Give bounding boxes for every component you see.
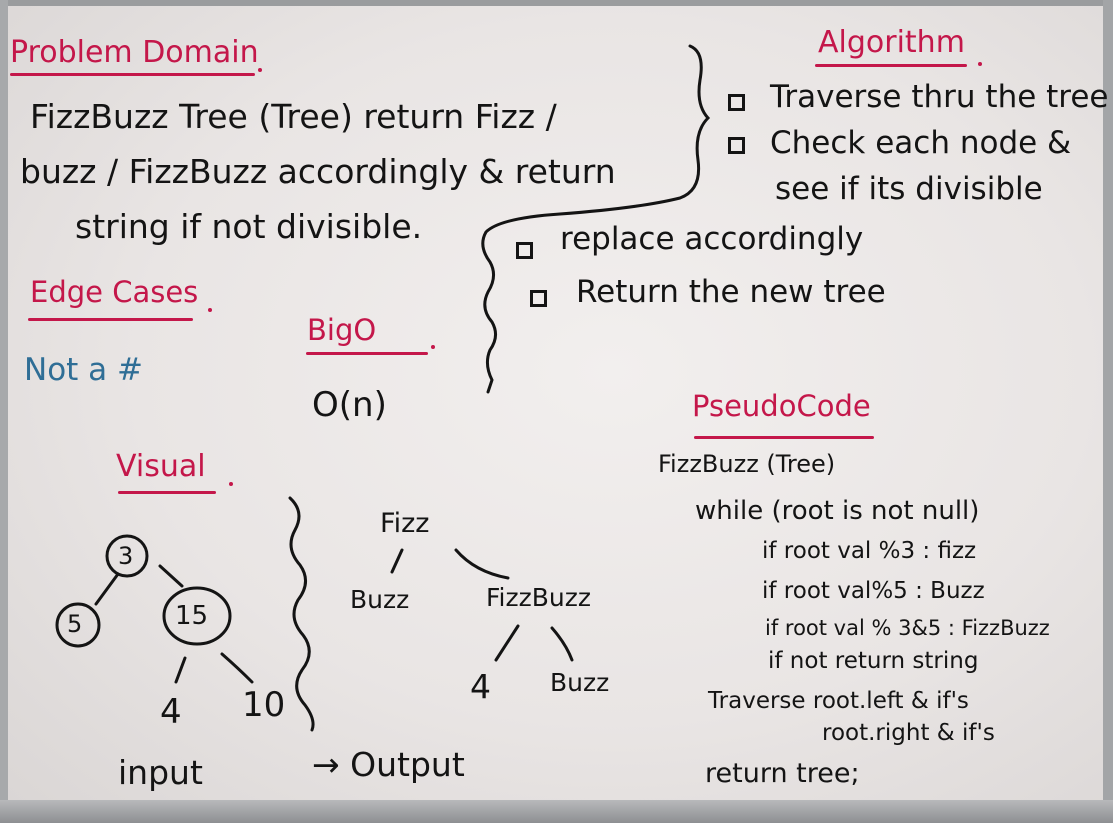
underline-dot — [208, 308, 212, 312]
algorithm-step-4: Return the new tree — [576, 274, 886, 310]
output-tree-right-right: Buzz — [550, 668, 610, 697]
output-tree-right-left: 4 — [470, 667, 491, 706]
pseudocode-line-1: FizzBuzz (Tree) — [658, 450, 836, 478]
algorithm-heading: Algorithm — [818, 25, 965, 60]
output-label: → Output — [312, 745, 465, 784]
tree-edge — [550, 626, 574, 662]
problem-domain-heading: Problem Domain — [10, 35, 259, 70]
wavy-divider — [288, 496, 315, 732]
big-o-heading: BigO — [307, 313, 377, 347]
algorithm-step-2: Check each node & — [770, 125, 1072, 161]
output-tree-root: Fizz — [380, 508, 430, 539]
tree-edge — [158, 564, 184, 588]
underline-dot — [431, 345, 435, 349]
pseudocode-line-8: root.right & if's — [822, 720, 995, 746]
input-tree-right-right: 10 — [242, 685, 286, 725]
edge-cases-underline — [28, 318, 193, 321]
underline-dot — [229, 482, 233, 486]
checkbox-icon — [530, 290, 547, 307]
board-frame-top — [0, 0, 1113, 6]
algorithm-underline — [815, 64, 967, 67]
tree-edge — [494, 624, 520, 662]
output-tree-right: FizzBuzz — [486, 583, 591, 612]
big-o-value: O(n) — [312, 385, 387, 425]
pseudocode-line-6: if not return string — [768, 648, 979, 674]
edge-cases-heading: Edge Cases — [30, 275, 199, 309]
big-o-underline — [306, 352, 428, 355]
problem-domain-underline — [10, 73, 255, 76]
visual-underline — [118, 491, 216, 494]
algorithm-step-1: Traverse thru the tree — [770, 79, 1109, 115]
edge-case-item: Not a # — [24, 352, 143, 388]
pseudocode-line-5: if root val % 3&5 : FizzBuzz — [765, 616, 1050, 640]
board-frame-right — [1103, 0, 1113, 823]
input-label: input — [118, 753, 203, 792]
tree-edge — [174, 656, 187, 684]
pseudocode-line-2: while (root is not null) — [695, 496, 980, 526]
tree-edge — [94, 572, 120, 606]
checkbox-icon — [516, 242, 533, 259]
board-frame-left — [0, 0, 8, 823]
algorithm-step-2-cont: see if its divisible — [775, 171, 1043, 207]
board-marker-tray — [0, 800, 1113, 823]
underline-dot — [978, 62, 982, 66]
underline-dot — [258, 68, 262, 72]
input-tree-root: 3 — [118, 542, 134, 570]
output-tree-left: Buzz — [350, 585, 410, 614]
problem-domain-line-1: FizzBuzz Tree (Tree) return Fizz / — [30, 97, 557, 136]
input-tree-left: 5 — [67, 610, 83, 638]
pseudocode-line-7: Traverse root.left & if's — [708, 688, 969, 714]
problem-domain-line-3: string if not divisible. — [75, 207, 423, 246]
tree-edge — [390, 548, 404, 574]
pseudocode-line-9: return tree; — [705, 758, 860, 789]
visual-heading: Visual — [116, 449, 206, 484]
pseudocode-line-4: if root val%5 : Buzz — [762, 578, 985, 604]
pseudocode-line-3: if root val %3 : fizz — [762, 538, 977, 564]
input-tree-right-left: 4 — [160, 692, 182, 732]
checkbox-icon — [728, 137, 745, 154]
input-tree-right: 15 — [175, 601, 209, 631]
pseudocode-underline — [694, 436, 874, 439]
tree-edge — [454, 548, 510, 580]
tree-edge — [220, 652, 254, 684]
algorithm-step-3: replace accordingly — [560, 221, 864, 257]
problem-domain-line-2: buzz / FizzBuzz accordingly & return — [20, 152, 616, 191]
pseudocode-heading: PseudoCode — [692, 389, 871, 423]
checkbox-icon — [728, 94, 745, 111]
